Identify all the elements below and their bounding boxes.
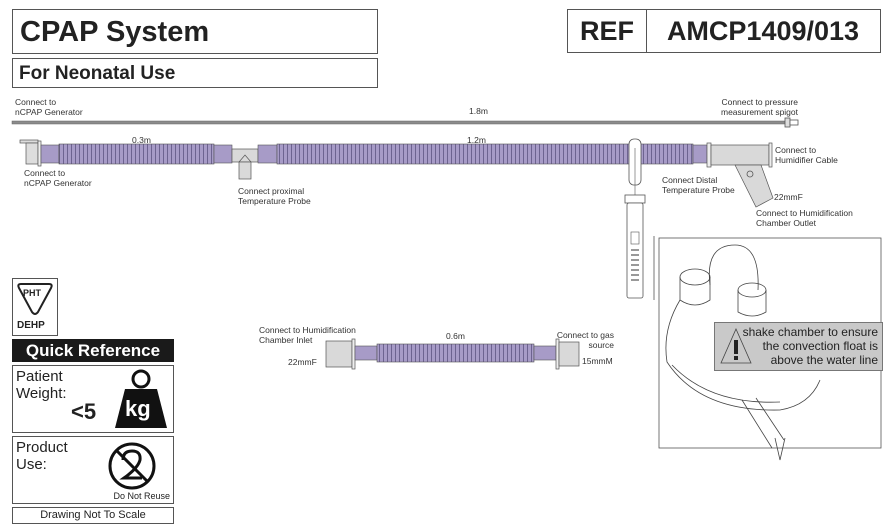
patient-weight-label: Patient Weight:: [16, 368, 67, 402]
pht-text: PHT: [23, 288, 41, 298]
label-line: Patient: [16, 368, 63, 385]
label-line: Temperature Probe: [662, 185, 735, 195]
page-subtitle: For Neonatal Use: [19, 63, 176, 84]
inlet-size: 22mmF: [288, 357, 317, 367]
drawing-not-to-scale-note: Drawing Not To Scale: [12, 507, 174, 524]
distal-probe-clip: [624, 138, 655, 300]
segment1-length: 0.3m: [132, 135, 151, 145]
weight-unit: kg: [125, 396, 151, 421]
pressure-spigot-connector: [784, 117, 791, 128]
proximal-probe-label: Connect proximal Temperature Probe: [238, 186, 311, 206]
ref-label: REF: [568, 10, 647, 52]
subtitle-box: For Neonatal Use: [12, 58, 378, 88]
label-line: Connect to pressure: [721, 97, 798, 107]
generator-connect-label: Connect to nCPAP Generator: [24, 168, 92, 188]
label-line: Connect to gas: [556, 330, 614, 340]
pressure-right-label: Connect to pressure measurement spigot: [700, 97, 798, 117]
label-line: Use:: [16, 456, 47, 473]
warning-text: shake chamber to ensure the convection f…: [743, 325, 878, 367]
label-line: Connect Distal: [662, 175, 718, 185]
dehp-text: DEHP: [17, 320, 45, 331]
inlet-tube: [325, 338, 580, 370]
gas-source-size: 15mmM: [582, 356, 613, 366]
label-line: Connect to: [775, 145, 817, 155]
chamber-warning-note: shake chamber to ensure the convection f…: [714, 322, 883, 371]
chamber-inlet-connector: [325, 340, 353, 368]
label-line: Connect proximal: [238, 186, 305, 196]
pressure-line: [11, 117, 799, 128]
page-title: CPAP System: [20, 16, 210, 48]
chamber-inlet-label: Connect to Humidification Chamber Inlet: [259, 325, 356, 345]
do-not-reuse-caption: Do Not Reuse: [113, 491, 170, 501]
label-line: measurement spigot: [720, 107, 798, 117]
tube-segment-0-3m: [58, 143, 215, 165]
label-line: Weight:: [16, 385, 67, 402]
generator-connector-cap: [19, 139, 39, 144]
gas-source-label: Connect to gas source: [538, 330, 614, 350]
segment2-length: 1.2m: [467, 135, 486, 145]
warning-icon: [720, 328, 752, 364]
patient-weight-value: <5: [71, 399, 97, 424]
patient-weight-panel: Patient Weight: <5 kg: [12, 365, 174, 433]
product-use-label: Product Use:: [16, 439, 68, 473]
humidifier-connector: [706, 142, 774, 208]
pressure-line-length: 1.8m: [469, 106, 488, 116]
gas-source-connector: [558, 341, 580, 367]
label-line: Product: [16, 439, 68, 456]
warning-line: above the water line: [770, 353, 878, 367]
product-use-panel: Product Use: Do Not Reuse: [12, 436, 174, 504]
label-line: nCPAP Generator: [15, 107, 83, 117]
outlet-size: 22mmF: [774, 192, 803, 202]
label-line: Chamber Inlet: [259, 335, 313, 345]
label-line: Connect to Humidification: [756, 208, 853, 218]
do-not-reuse-icon: [108, 442, 156, 490]
title-box: CPAP System: [12, 9, 378, 54]
ref-box: REF AMCP1409/013: [567, 9, 881, 53]
label-line: Temperature Probe: [238, 196, 311, 206]
label-line: nCPAP Generator: [24, 178, 92, 188]
humidifier-cable-label: Connect to Humidifier Cable: [775, 145, 838, 165]
quick-reference-heading: Quick Reference: [12, 339, 174, 362]
main-circuit: [19, 138, 774, 300]
label-line: Connect to: [24, 168, 66, 178]
label-line: Humidifier Cable: [775, 155, 838, 165]
generator-connector: [25, 142, 39, 165]
phthalate-triangle-icon: [17, 283, 53, 315]
ref-value: AMCP1409/013: [666, 16, 860, 46]
label-line: source: [588, 340, 614, 350]
warning-line: shake chamber to ensure: [742, 325, 878, 339]
inlet-tube-length: 0.6m: [446, 331, 465, 341]
label-line: Connect to: [15, 97, 57, 107]
label-line: Connect to Humidification: [259, 325, 356, 335]
chamber-outlet-label: Connect to Humidification Chamber Outlet: [756, 208, 853, 228]
dehp-phthalate-symbol: PHT DEHP: [12, 278, 58, 336]
label-line: Chamber Outlet: [756, 218, 816, 228]
weight-icon: [115, 369, 167, 428]
warning-line: the convection float is: [762, 339, 878, 353]
distal-probe-label: Connect Distal Temperature Probe: [662, 175, 735, 195]
pressure-left-label: Connect to nCPAP Generator: [15, 97, 83, 117]
